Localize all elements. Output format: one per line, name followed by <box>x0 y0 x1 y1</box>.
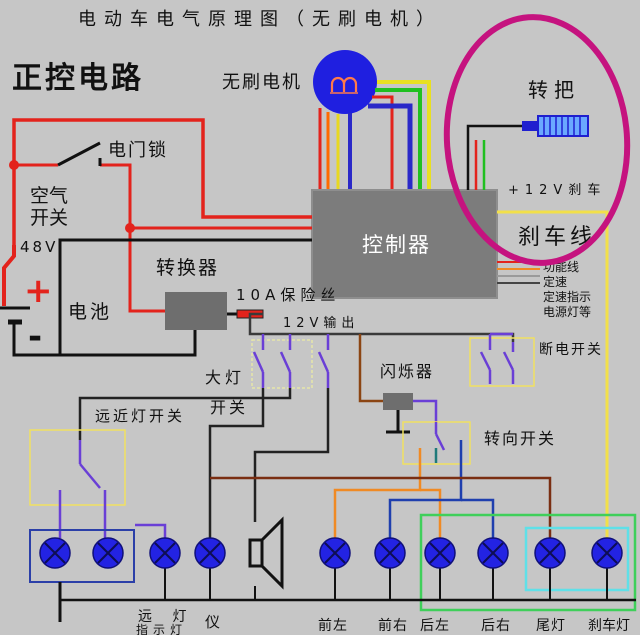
rear-light-group-box <box>524 526 630 592</box>
flasher-label: 闪烁器 <box>380 362 434 381</box>
cutoff-switch-box <box>469 337 535 387</box>
throttle-icon <box>522 115 589 137</box>
dimmer-switch-label: 远近灯开关 <box>95 407 185 425</box>
high-beam-indicator-label-line2: 指示灯 <box>136 622 187 635</box>
air-switch-label-line1: 空气 <box>30 185 68 207</box>
headlamp-group-box <box>29 529 135 583</box>
negative-wires <box>12 238 312 357</box>
lamp-rear-left-turn <box>424 537 456 569</box>
power-wires <box>9 118 312 313</box>
indicator-wire <box>135 523 167 538</box>
turn-switch-label: 转向开关 <box>484 429 556 448</box>
horn-icon <box>248 516 284 590</box>
headlight-output-wires <box>78 388 330 538</box>
tail-light-wire <box>210 476 552 538</box>
turn-switch-icon <box>418 422 463 463</box>
brake-light-label: 刹车灯 <box>588 617 630 634</box>
instrument-label: 仪 <box>205 613 220 631</box>
diagram-title: 电动车电气原理图（无刷电机） <box>78 9 442 30</box>
highlight-circle <box>443 14 631 266</box>
battery-label: 电池 <box>68 301 112 323</box>
motor-icon <box>313 50 377 114</box>
function-wires <box>497 261 540 284</box>
circuit-type-label: 正控电路 <box>12 61 144 96</box>
front-left-label: 前左 <box>318 617 348 634</box>
battery-voltage-label: 48V <box>20 238 58 256</box>
tail-light-label: 尾灯 <box>536 618 566 634</box>
ignition-switch-icon <box>57 141 102 167</box>
battery-positive-sign: + <box>24 271 53 311</box>
lamp-tail <box>534 537 566 569</box>
lamp-instrument <box>194 537 226 569</box>
cruise-label: 定速 <box>543 274 567 289</box>
brake-12v-label: +12V刹车 <box>508 182 606 198</box>
headlight-switch-label-line1: 大灯 <box>205 368 245 387</box>
lamp-rear-right-turn <box>477 537 509 569</box>
flasher-box <box>383 393 413 410</box>
headlight-switch-label-line2: 开关 <box>210 398 248 417</box>
headlight-switch-box <box>251 339 313 389</box>
turn-signal-wires <box>333 463 495 538</box>
converter-box <box>165 292 227 330</box>
lamp-low-beam <box>92 537 124 569</box>
cruise-indicator-label: 定速指示 <box>543 289 591 304</box>
ignition-lock-label: 电门锁 <box>108 140 168 161</box>
motor-label: 无刷电机 <box>222 72 302 93</box>
high-beam-indicator-label-line1: 远 灯 <box>138 609 194 625</box>
brake-line-label: 刹车线 <box>518 225 596 250</box>
lamp-high-beam <box>39 537 71 569</box>
controller-label: 控制器 <box>362 233 431 257</box>
lamp-high-beam-indicator <box>149 537 181 569</box>
dimmer-switch-box <box>29 429 126 506</box>
rear-left-label: 后左 <box>420 618 450 634</box>
headlight-switch-icon <box>252 334 330 388</box>
power-light-label: 电源灯等 <box>543 305 591 319</box>
rear-right-label: 后右 <box>481 618 511 634</box>
lamp-brake <box>591 537 623 569</box>
brake-wire <box>497 210 609 538</box>
cutoff-switch-icon <box>479 332 515 384</box>
battery-negative-sign: - <box>28 317 42 357</box>
throttle-label: 转把 <box>528 78 580 102</box>
air-switch-label-line2: 开关 <box>30 207 68 229</box>
output-12v-bus <box>248 312 515 342</box>
front-right-label: 前右 <box>378 617 408 634</box>
lamp-front-left-turn <box>319 537 351 569</box>
lamp-front-right-turn <box>374 537 406 569</box>
throttle-wires <box>466 124 522 190</box>
flasher-feed-wire <box>358 334 383 403</box>
turn-signal-group-box <box>419 513 637 612</box>
motor-wires <box>318 80 431 190</box>
ground-bus <box>58 568 636 622</box>
output-12v-label: 12V输出 <box>283 315 359 331</box>
flasher-ground-icon <box>386 410 410 434</box>
converter-label: 转换器 <box>156 257 219 279</box>
fuse-label: 10A保险丝 <box>236 286 340 304</box>
flasher-output-wire <box>413 399 438 422</box>
cutoff-switch-label: 断电开关 <box>539 342 603 358</box>
